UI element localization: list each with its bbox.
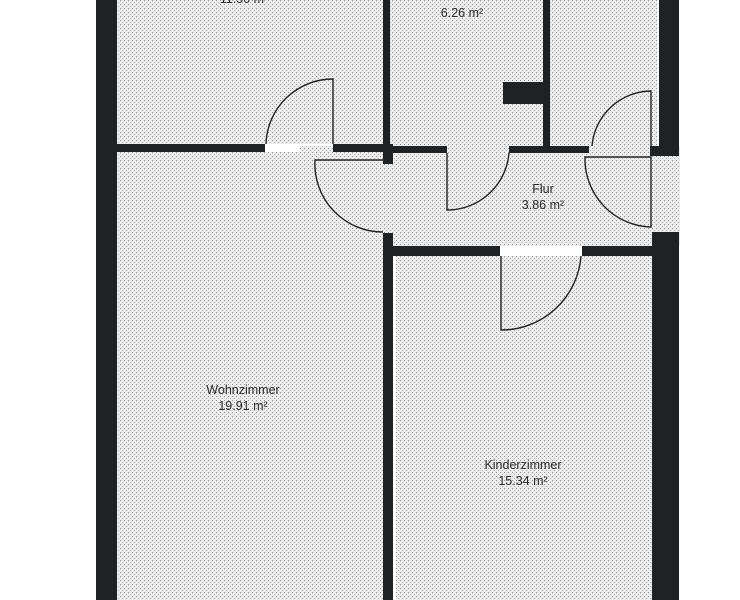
wall-horizontal-left-b <box>333 144 390 152</box>
room-name: Kinderzimmer <box>484 458 562 472</box>
wall-horizontal-middle <box>390 146 447 153</box>
room-name: Flur <box>532 182 554 196</box>
room-wohnzimmer-floor <box>117 152 383 600</box>
door-wohnzimmer[interactable] <box>314 159 384 233</box>
wall-outer-right-upper <box>659 0 679 156</box>
room-top-middle-floor <box>390 0 546 146</box>
room-label-top-left: 11.50 m² <box>220 0 268 7</box>
wall-kinder-top-left <box>383 246 500 256</box>
door-top-middle-room[interactable] <box>446 152 510 211</box>
wall-junction-block <box>383 144 393 164</box>
room-label-flur: Flur 3.86 m² <box>522 181 564 213</box>
room-label-wohnzimmer: Wohnzimmer 19.91 m² <box>206 382 279 414</box>
wall-wohn-kinder-divider <box>383 233 393 600</box>
room-area: 15.34 m² <box>498 474 548 488</box>
room-area: 11.50 m² <box>220 0 268 7</box>
wall-outer-left <box>96 0 117 600</box>
wall-horizontal-right <box>650 146 679 156</box>
door-top-left-room[interactable] <box>265 78 334 145</box>
room-name: Wohnzimmer <box>206 383 280 397</box>
wall-top-divider-2 <box>543 0 550 146</box>
wall-horizontal-left-a <box>117 144 265 152</box>
room-area: 19.91 m² <box>218 399 268 413</box>
doors <box>265 78 652 331</box>
room-label-kinderzimmer: Kinderzimmer 15.34 m² <box>484 457 561 489</box>
wall-stub <box>503 82 543 104</box>
door-entrance[interactable] <box>584 156 652 228</box>
walls <box>96 0 679 600</box>
room-area: 3.86 m² <box>521 198 565 212</box>
wall-kinder-top-right <box>582 246 679 256</box>
wall-horizontal-middle-b <box>509 146 589 153</box>
room-area: 6.26 m² <box>440 6 484 20</box>
door-top-right-room[interactable] <box>591 90 652 147</box>
wall-top-divider-1 <box>383 0 390 152</box>
door-kinderzimmer[interactable] <box>500 255 582 331</box>
floor-fills <box>117 0 680 600</box>
wall-outer-right-lower <box>652 232 679 600</box>
room-top-left-floor <box>117 0 383 144</box>
room-label-top-middle: 6.26 m² <box>441 5 483 21</box>
